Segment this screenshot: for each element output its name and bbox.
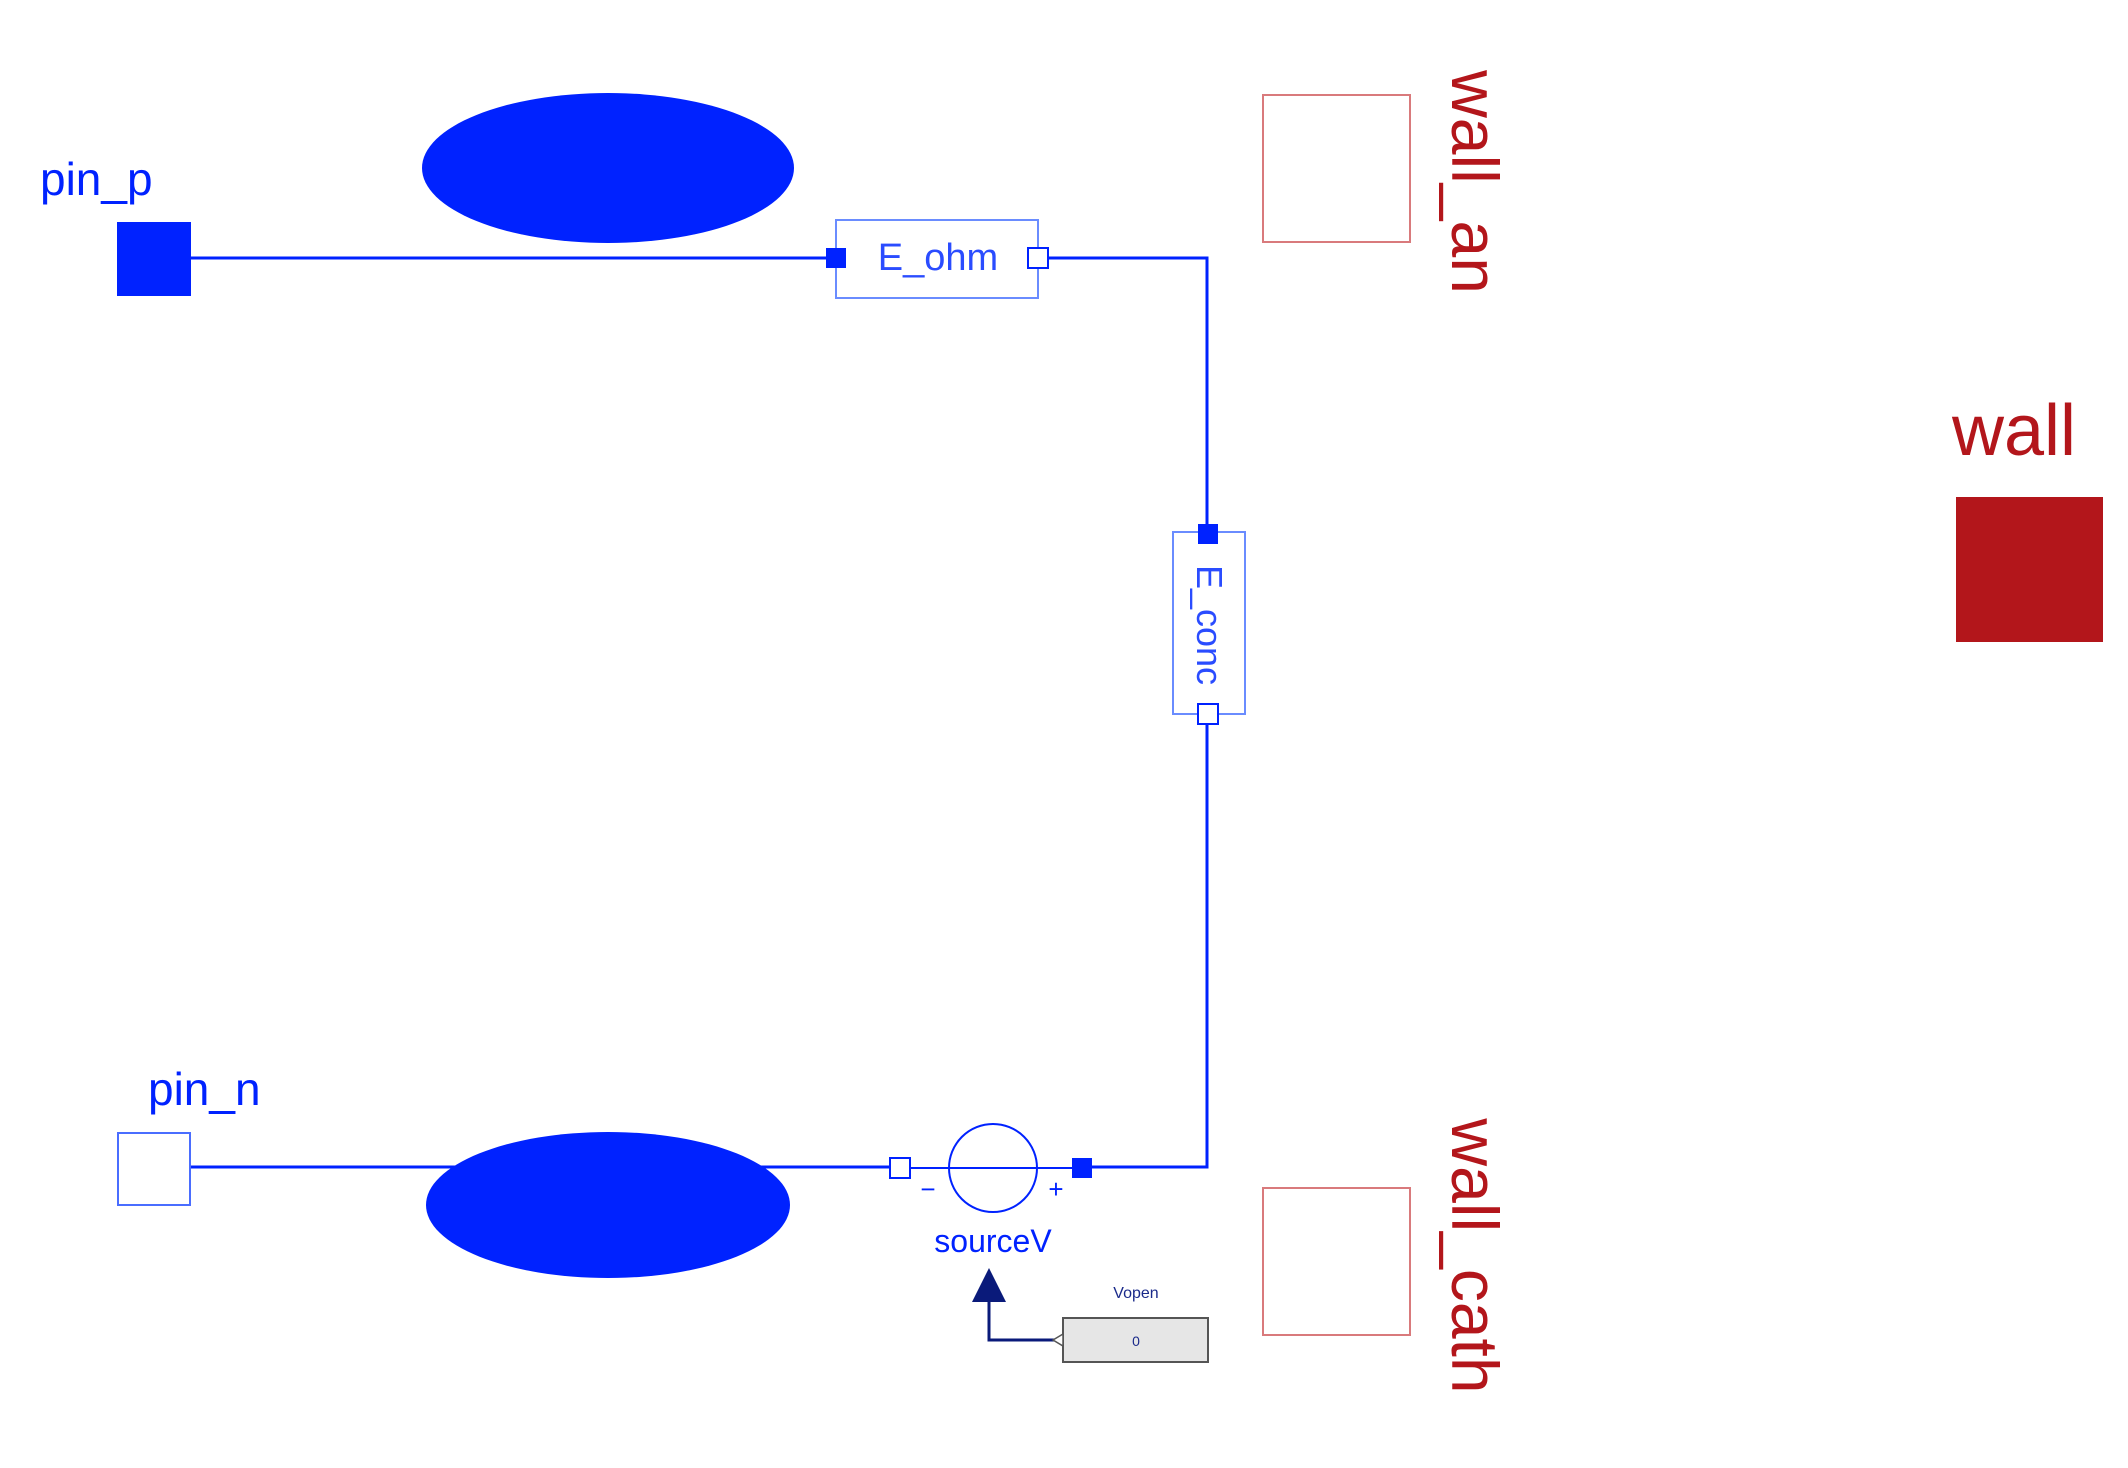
source-v-plus-sign: + — [1048, 1174, 1063, 1204]
source-v-port-positive — [1072, 1158, 1092, 1178]
e-ohm-label: E_ohm — [878, 237, 998, 279]
source-v-component[interactable]: − + sourceV — [889, 1123, 1092, 1302]
wall-an[interactable]: wall_an — [1262, 69, 1512, 294]
e-conc-port-top — [1198, 524, 1218, 544]
vopen-block[interactable]: Vopen 0 — [1051, 1285, 1209, 1363]
vopen-value: 0 — [1132, 1333, 1140, 1349]
e-conc-component[interactable]: E_conc — [1172, 524, 1246, 725]
vopen-output-arrow-icon — [1051, 1332, 1064, 1348]
source-v-minus-sign: − — [920, 1174, 935, 1204]
bottom-ellipse — [426, 1132, 790, 1278]
wall-square — [1956, 497, 2103, 642]
top-ellipse — [422, 93, 794, 243]
pin-p-square — [117, 222, 191, 296]
pin-p-label: pin_p — [40, 153, 153, 205]
wall-cath-square — [1262, 1187, 1411, 1336]
wire-e-conc-to-source — [1082, 712, 1209, 1169]
vopen-title: Vopen — [1113, 1285, 1158, 1302]
pin-n[interactable]: pin_n — [117, 1063, 261, 1206]
e-ohm-port-right — [1027, 247, 1049, 269]
wall-cath-label: wall_cath — [1438, 1117, 1512, 1393]
source-v-label: sourceV — [934, 1223, 1052, 1259]
wall-an-label: wall_an — [1438, 69, 1512, 294]
vopen-box — [1062, 1317, 1209, 1363]
source-v-port-negative — [889, 1157, 911, 1179]
wall-an-square — [1262, 94, 1411, 243]
pin-n-square — [117, 1132, 191, 1206]
pin-p[interactable]: pin_p — [40, 153, 191, 296]
e-conc-label: E_conc — [1189, 565, 1230, 685]
wall-cath[interactable]: wall_cath — [1262, 1117, 1512, 1394]
wall-label: wall — [1951, 391, 2076, 471]
e-conc-port-bottom — [1197, 703, 1219, 725]
e-ohm-component[interactable]: E_ohm — [826, 219, 1049, 299]
wall[interactable]: wall — [1951, 391, 2103, 642]
wire-vopen-to-source — [987, 1280, 1063, 1342]
source-v-input-arrow-icon — [972, 1268, 1006, 1302]
e-ohm-port-left — [826, 248, 846, 268]
wire-e-ohm-to-e-conc — [1038, 256, 1209, 532]
e-ohm-box — [835, 219, 1039, 299]
pin-n-label: pin_n — [148, 1063, 261, 1115]
